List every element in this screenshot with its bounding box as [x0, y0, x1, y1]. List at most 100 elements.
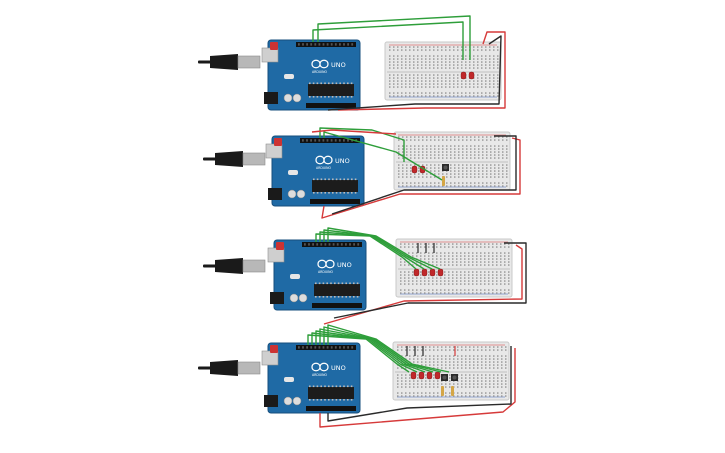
breadboard-hole[interactable] — [493, 395, 495, 397]
breadboard-hole[interactable] — [461, 383, 463, 385]
breadboard-hole[interactable] — [497, 67, 499, 69]
breadboard-hole[interactable] — [450, 164, 452, 166]
breadboard-hole[interactable] — [474, 170, 476, 172]
breadboard-hole[interactable] — [414, 176, 416, 178]
breadboard-hole[interactable] — [470, 173, 472, 175]
arduino-board[interactable] — [273, 239, 367, 311]
breadboard-hole[interactable] — [414, 151, 416, 153]
breadboard-hole[interactable] — [401, 361, 403, 363]
breadboard-hole[interactable] — [482, 182, 484, 184]
breadboard-hole[interactable] — [409, 92, 411, 94]
breadboard-hole[interactable] — [458, 167, 460, 169]
breadboard-hole[interactable] — [413, 77, 415, 79]
breadboard-hole[interactable] — [450, 157, 452, 159]
breadboard-hole[interactable] — [425, 58, 427, 60]
breadboard-hole[interactable] — [498, 170, 500, 172]
reset-button[interactable] — [274, 138, 282, 146]
breadboard-hole[interactable] — [493, 55, 495, 57]
breadboard-hole[interactable] — [438, 170, 440, 172]
breadboard-hole[interactable] — [469, 364, 471, 366]
breadboard-hole[interactable] — [462, 136, 464, 138]
breadboard-hole[interactable] — [476, 292, 478, 294]
breadboard-hole[interactable] — [409, 395, 411, 397]
breadboard-hole[interactable] — [413, 358, 415, 360]
breadboard-hole[interactable] — [501, 383, 503, 385]
breadboard-hole[interactable] — [470, 170, 472, 172]
breadboard-hole[interactable] — [448, 252, 450, 254]
breadboard-hole[interactable] — [473, 67, 475, 69]
breadboard-hole[interactable] — [461, 364, 463, 366]
breadboard-hole[interactable] — [505, 364, 507, 366]
breadboard-hole[interactable] — [421, 58, 423, 60]
breadboard-hole[interactable] — [425, 395, 427, 397]
breadboard-hole[interactable] — [412, 277, 414, 279]
breadboard-hole[interactable] — [504, 255, 506, 257]
breadboard-hole[interactable] — [477, 395, 479, 397]
breadboard-hole[interactable] — [429, 58, 431, 60]
breadboard-hole[interactable] — [502, 167, 504, 169]
breadboard-hole[interactable] — [432, 277, 434, 279]
breadboard-hole[interactable] — [502, 164, 504, 166]
breadboard-hole[interactable] — [470, 148, 472, 150]
breadboard-hole[interactable] — [482, 167, 484, 169]
breadboard-hole[interactable] — [480, 283, 482, 285]
breadboard-hole[interactable] — [492, 277, 494, 279]
breadboard-hole[interactable] — [441, 64, 443, 66]
breadboard-hole[interactable] — [422, 182, 424, 184]
breadboard-hole[interactable] — [429, 83, 431, 85]
breadboard-hole[interactable] — [452, 252, 454, 254]
breadboard-hole[interactable] — [488, 243, 490, 245]
breadboard-hole[interactable] — [400, 289, 402, 291]
breadboard-hole[interactable] — [393, 61, 395, 63]
breadboard-hole[interactable] — [398, 139, 400, 141]
breadboard-hole[interactable] — [449, 383, 451, 385]
breadboard-hole[interactable] — [472, 243, 474, 245]
breadboard-hole[interactable] — [421, 349, 423, 351]
breadboard-hole[interactable] — [433, 392, 435, 394]
breadboard-hole[interactable] — [476, 243, 478, 245]
breadboard-hole[interactable] — [452, 264, 454, 266]
breadboard-hole[interactable] — [421, 358, 423, 360]
breadboard-hole[interactable] — [397, 392, 399, 394]
breadboard-hole[interactable] — [504, 292, 506, 294]
breadboard-hole[interactable] — [465, 358, 467, 360]
breadboard-hole[interactable] — [498, 182, 500, 184]
breadboard-hole[interactable] — [433, 364, 435, 366]
breadboard-hole[interactable] — [421, 61, 423, 63]
breadboard-hole[interactable] — [438, 173, 440, 175]
breadboard-hole[interactable] — [457, 355, 459, 357]
breadboard-hole[interactable] — [444, 289, 446, 291]
breadboard-hole[interactable] — [481, 67, 483, 69]
wire[interactable] — [333, 242, 527, 319]
breadboard-hole[interactable] — [438, 145, 440, 147]
breadboard-hole[interactable] — [418, 173, 420, 175]
breadboard-hole[interactable] — [490, 136, 492, 138]
breadboard-hole[interactable] — [461, 95, 463, 97]
breadboard-hole[interactable] — [464, 264, 466, 266]
breadboard-hole[interactable] — [493, 377, 495, 379]
breadboard-hole[interactable] — [449, 95, 451, 97]
breadboard-hole[interactable] — [406, 185, 408, 187]
breadboard-hole[interactable] — [494, 136, 496, 138]
breadboard-hole[interactable] — [429, 74, 431, 76]
breadboard-hole[interactable] — [428, 277, 430, 279]
breadboard-hole[interactable] — [406, 170, 408, 172]
breadboard-hole[interactable] — [441, 92, 443, 94]
breadboard-hole[interactable] — [465, 355, 467, 357]
breadboard-hole[interactable] — [488, 277, 490, 279]
breadboard-hole[interactable] — [430, 182, 432, 184]
breadboard-hole[interactable] — [502, 182, 504, 184]
breadboard-hole[interactable] — [490, 164, 492, 166]
breadboard-hole[interactable] — [484, 252, 486, 254]
breadboard-hole[interactable] — [433, 74, 435, 76]
breadboard-hole[interactable] — [486, 145, 488, 147]
breadboard-hole[interactable] — [476, 258, 478, 260]
breadboard-hole[interactable] — [462, 157, 464, 159]
breadboard-hole[interactable] — [497, 64, 499, 66]
led[interactable] — [468, 71, 475, 80]
breadboard-hole[interactable] — [500, 271, 502, 273]
breadboard-hole[interactable] — [414, 164, 416, 166]
breadboard-hole[interactable] — [465, 364, 467, 366]
breadboard-hole[interactable] — [397, 86, 399, 88]
